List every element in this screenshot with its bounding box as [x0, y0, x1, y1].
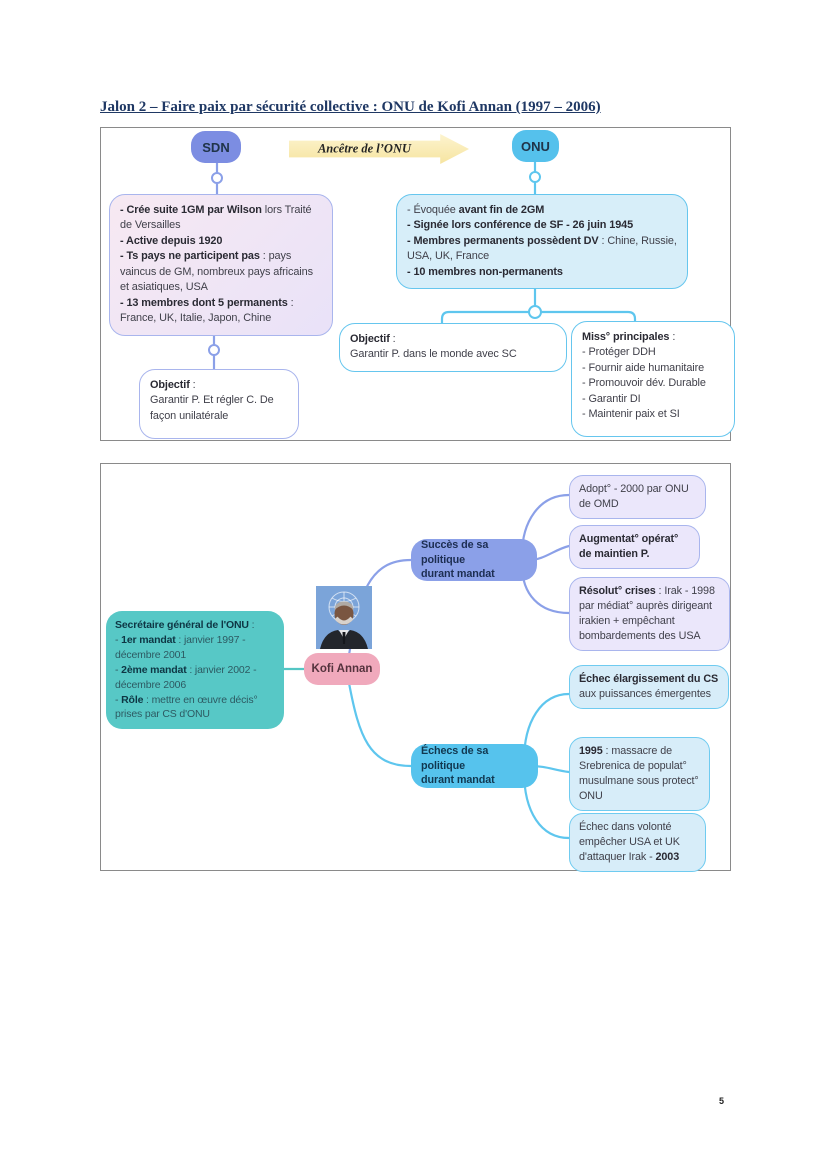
text-line: - Active depuis 1920 [120, 234, 322, 249]
text-line: durant mandat [421, 568, 495, 581]
sdn-objective-box: Objectif : Garantir P. Et régler C. De f… [139, 369, 299, 439]
success-item-omd: Adopt° - 2000 par ONU de OMD [569, 475, 706, 519]
onu-description-box: - Évoquée avant fin de 2GM - Signée lors… [396, 194, 688, 290]
seg-bold: Objectif [350, 333, 390, 345]
seg-bold: 1er mandat [121, 633, 176, 646]
seg-bold: Objectif [150, 379, 190, 391]
seg-bold: Miss° principales [582, 331, 670, 343]
seg-rest: Garantir P. dans le monde avec SC [350, 348, 517, 361]
seg-bold: 1995 [579, 745, 603, 757]
text-line: durant mandat [421, 774, 495, 787]
seg-bold: Rôle [121, 693, 144, 706]
node-failure: Échecs de sa politique durant mandat [411, 744, 538, 788]
text-line: Objectif : [150, 378, 288, 393]
mission-item: - Garantir DI [582, 392, 641, 405]
failure-item-srebrenica: 1995 : massacre de Srebrenica de populat… [569, 737, 710, 811]
page-title: Jalon 2 – Faire paix par sécurité collec… [100, 99, 601, 115]
seg-bold: - 10 membres non-permanents [407, 265, 563, 278]
seg-pre: - Évoquée [407, 204, 459, 216]
onu-objective-box: Objectif : Garantir P. dans le monde ave… [339, 323, 567, 372]
node-success: Succès de sa politique durant mandat [411, 539, 537, 581]
seg-rest: : pays vaincus de GM, nombreux pays afri… [120, 250, 313, 294]
text-line: - Rôle : mettre en œuvre décis° prises p… [115, 693, 275, 723]
success-item-crisis: Résolut° crises : Irak - 1998 par médiat… [569, 577, 730, 651]
seg-bold: - Signée lors conférence de SF - 26 juin… [407, 219, 634, 232]
seg-rest: aux puissances émergentes [579, 687, 711, 700]
kofi-annan-photo [316, 586, 372, 649]
seg-rest: : [669, 331, 676, 343]
seg-bold: Secrétaire général de l'ONU [115, 619, 249, 631]
seg-rest: : [389, 333, 396, 345]
text-line: Miss° principales : [582, 330, 724, 345]
seg-rest: : France, UK, Italie, Japon, Chine [120, 296, 294, 325]
seg-bold: Échec élargissement du CS [579, 673, 719, 685]
seg-bold: Augmentat° opérat° de maintien P. [579, 533, 679, 560]
seg-pre: - [115, 633, 122, 646]
seg-pre: - [115, 693, 122, 706]
seg-rest: : [248, 619, 255, 631]
mission-item: - Protéger DDH [582, 346, 656, 359]
mission-item: - Maintenir paix et SI [582, 408, 680, 421]
secretary-box: Secrétaire général de l'ONU : - 1er mand… [106, 611, 284, 730]
seg-bold: - Membres permanents possèdent DV [407, 234, 599, 247]
text-line: - 10 membres non-permanents [407, 265, 677, 280]
success-item-peacekeeping: Augmentat° opérat° de maintien P. [569, 525, 700, 569]
seg-rest: : janvier 2002 - décembre 2006 [115, 663, 257, 691]
mission-item: - Fournir aide humanitaire [582, 361, 705, 374]
text-line: Objectif : [350, 332, 556, 347]
seg-rest: Adopt° - 2000 par ONU de OMD [579, 483, 689, 510]
seg-bold: 2003 [655, 850, 680, 863]
seg-rest: Garantir P. Et régler C. De façon unilat… [150, 394, 274, 422]
seg-rest: : Chine, Russie, USA, UK, France [407, 234, 677, 263]
text-line: Échecs de sa politique [421, 745, 489, 772]
node-onu: ONU [512, 130, 559, 162]
node-sdn: SDN [191, 131, 241, 163]
text-line: Succès de sa politique [421, 539, 489, 566]
figure-frame-kofi-annan: Secrétaire général de l'ONU : - 1er mand… [100, 463, 731, 872]
text-line: - Évoquée avant fin de 2GM [407, 203, 677, 218]
seg-bold: 2ème mandat [121, 663, 187, 676]
node-kofi-annan: Kofi Annan [304, 653, 380, 685]
text-line: - Crée suite 1GM par Wilson lors Traité … [120, 203, 322, 234]
text-line: - Membres permanents possèdent DV : Chin… [407, 234, 677, 265]
seg-bold: - Active depuis 1920 [120, 234, 223, 247]
seg-rest: : Irak - 1998 par médiat° auprès dirigea… [579, 585, 715, 642]
seg-bold: - Crée suite 1GM par Wilson [120, 204, 262, 216]
seg-rest: : janvier 1997 - décembre 2001 [115, 633, 246, 661]
ancestor-arrow-label: Ancêtre de l’ONU [317, 141, 412, 156]
mission-item: - Promouvoir dév. Durable [582, 377, 706, 390]
text-line: Secrétaire général de l'ONU : [115, 618, 275, 633]
page-number: 5 [719, 1096, 725, 1106]
seg-rest: : [189, 379, 196, 391]
text-line: - Ts pays ne participent pas : pays vain… [120, 249, 322, 295]
missions-box: Miss° principales : - Protéger DDH - Fou… [571, 321, 735, 437]
failure-item-iraq: Échec dans volonté empêcher USA et UK d'… [569, 813, 706, 872]
text-line: - 13 membres dont 5 permanents : France,… [120, 296, 322, 327]
figure-frame-sdn-onu: SDN Ancêtre de l’ONU ONU - Crée suite 1G… [100, 127, 735, 441]
seg-bold: Résolut° crises [579, 585, 656, 597]
sdn-description-box: - Crée suite 1GM par Wilson lors Traité … [109, 194, 333, 336]
text-line: - Signée lors conférence de SF - 26 juin… [407, 218, 677, 233]
seg-pre: - [115, 663, 122, 676]
text-line: Garantir P. dans le monde avec SC [350, 347, 556, 362]
seg-bold: avant fin de 2GM [458, 204, 545, 216]
seg-pre: Échec dans volonté empêcher USA et UK d'… [579, 821, 680, 863]
text-line: - 2ème mandat : janvier 2002 - décembre … [115, 663, 275, 693]
seg-rest: lors Traité de Versailles [120, 204, 312, 232]
seg-rest: : mettre en œuvre décis° prises par CS d… [115, 693, 258, 721]
seg-rest: : massacre de Srebrenica de populat° mus… [579, 745, 699, 802]
seg-bold: - 13 membres dont 5 permanents [120, 296, 288, 309]
failure-item-council: Échec élargissement du CS aux puissances… [569, 665, 729, 709]
text-line: - 1er mandat : janvier 1997 - décembre 2… [115, 633, 275, 663]
seg-bold: - Ts pays ne participent pas [120, 250, 260, 263]
text-line: Garantir P. Et régler C. De façon unilat… [150, 393, 288, 424]
